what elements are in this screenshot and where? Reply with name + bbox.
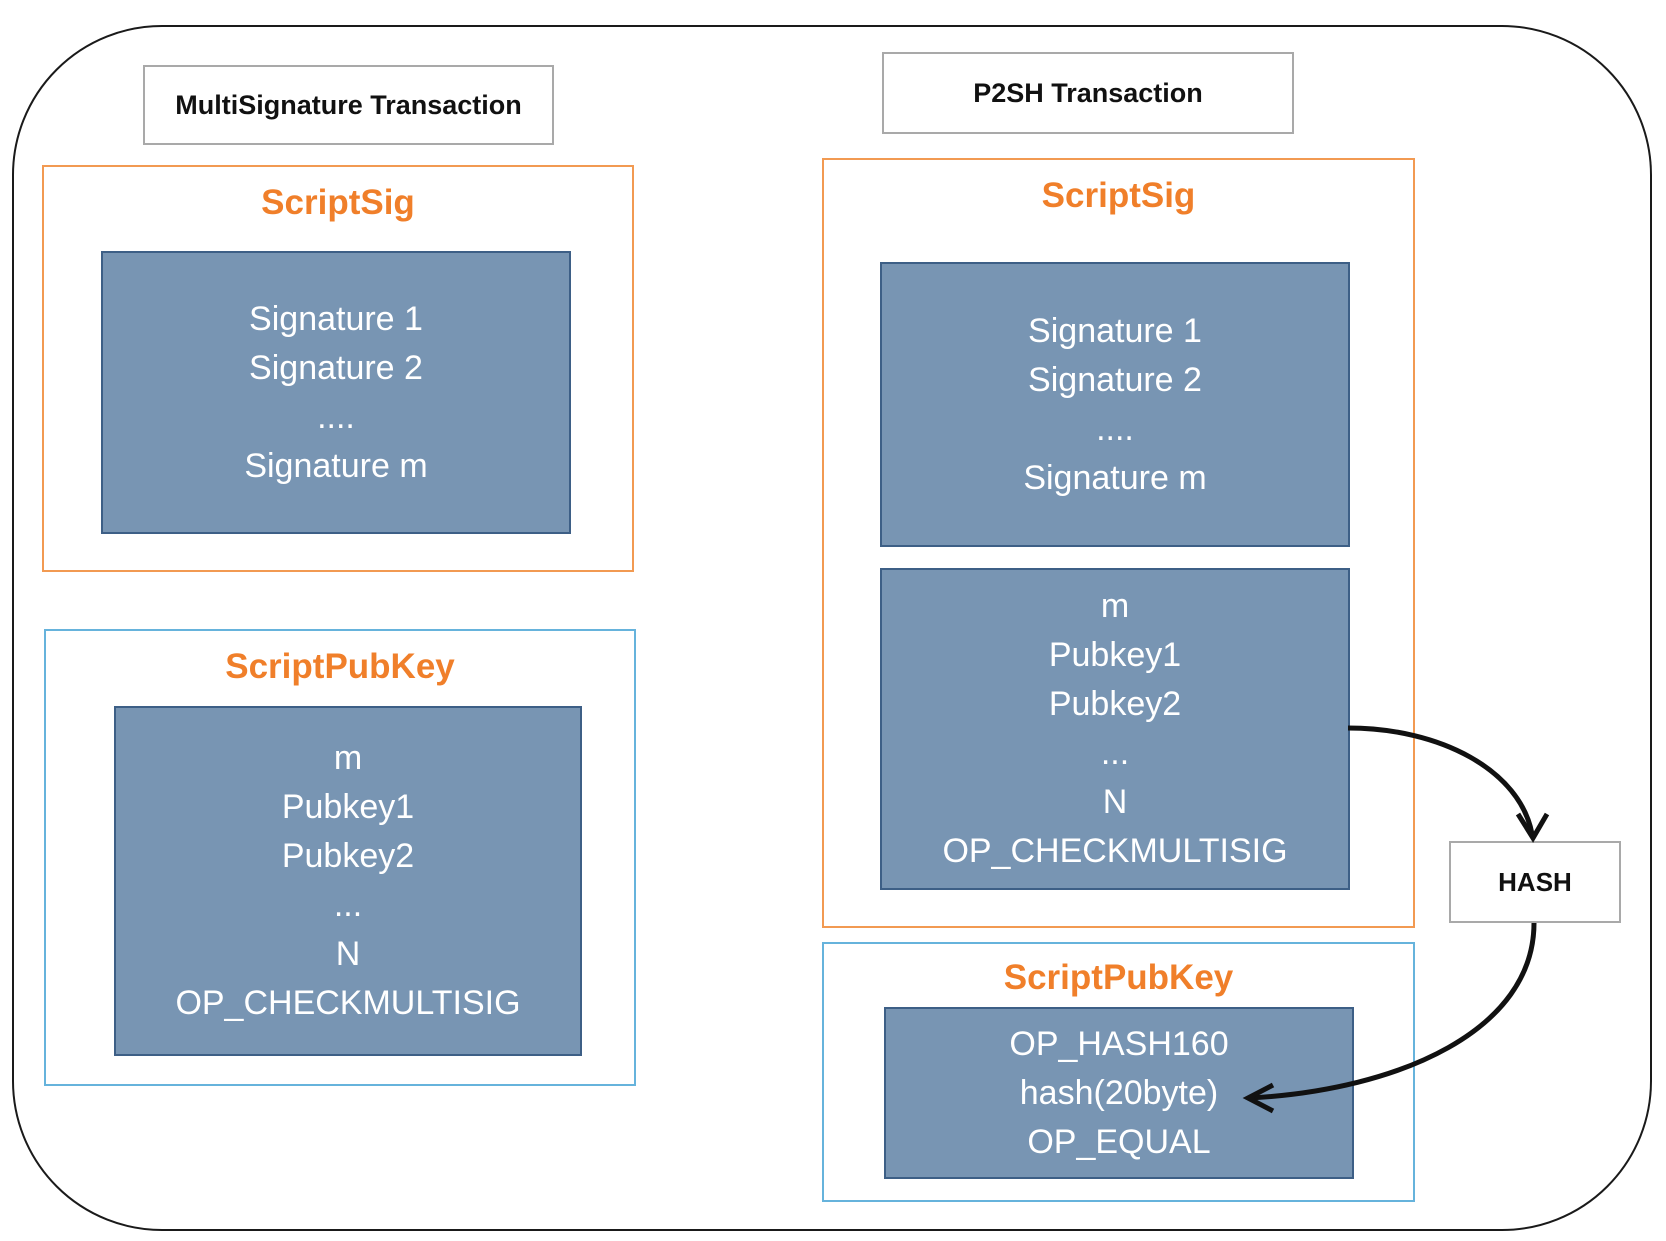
p2sh-scriptsig-title: ScriptSig [1041, 176, 1196, 215]
multisig-title: MultiSignature Transaction [143, 65, 554, 145]
multisig-pubkey-box: m Pubkey1 Pubkey2 ... N OP_CHECKMULTISIG [114, 706, 582, 1056]
multisig-scriptsig-section: ScriptSig Signature 1 Signature 2 .... S… [42, 165, 634, 572]
ellipsis-line: ... [333, 886, 363, 924]
p2sh-redeem-script-box: m Pubkey1 Pubkey2 ... N OP_CHECKMULTISIG [880, 568, 1350, 890]
multisig-scriptsig-title: ScriptSig [261, 183, 415, 222]
pubkey-line: Pubkey1 [281, 788, 415, 826]
hash-line: hash(20byte) [1019, 1073, 1219, 1112]
multisig-signatures-box: Signature 1 Signature 2 .... Signature m [101, 251, 571, 534]
diagram-frame [12, 25, 1652, 1231]
p2sh-signatures-box: Signature 1 Signature 2 .... Signature m [880, 262, 1350, 547]
pubkey-line: N [335, 935, 361, 973]
multisig-scriptpubkey-title: ScriptPubKey [225, 647, 455, 686]
redeem-line: Pubkey1 [1048, 636, 1182, 674]
opcode-line: OP_CHECKMULTISIG [175, 984, 521, 1022]
p2sh-hash-script-box: OP_HASH160 hash(20byte) OP_EQUAL [884, 1007, 1354, 1179]
multisig-scriptpubkey-section: ScriptPubKey m Pubkey1 Pubkey2 ... N OP_… [44, 629, 636, 1086]
signature-line: Signature 1 [1028, 311, 1202, 350]
redeem-line: m [1100, 587, 1130, 625]
hash-box: HASH [1449, 841, 1621, 923]
ellipsis-line: ... [1100, 734, 1130, 772]
opcode-line: OP_HASH160 [1009, 1024, 1229, 1063]
pubkey-line: m [333, 739, 363, 777]
pubkey-line: Pubkey2 [281, 837, 415, 875]
signature-line: Signature 2 [249, 348, 423, 387]
p2sh-scriptpubkey-title: ScriptPubKey [1003, 958, 1234, 997]
ellipsis-line: .... [317, 397, 355, 436]
p2sh-scriptpubkey-section: ScriptPubKey OP_HASH160 hash(20byte) OP_… [822, 942, 1415, 1202]
redeem-line: Pubkey2 [1048, 685, 1182, 723]
redeem-line: N [1102, 783, 1128, 821]
ellipsis-line: .... [1096, 409, 1134, 448]
signature-line: Signature m [1023, 458, 1207, 497]
p2sh-title: P2SH Transaction [882, 52, 1294, 134]
p2sh-scriptsig-section: ScriptSig Signature 1 Signature 2 .... S… [822, 158, 1415, 928]
opcode-line: OP_CHECKMULTISIG [942, 832, 1288, 870]
opcode-line: OP_EQUAL [1027, 1122, 1211, 1161]
signature-line: Signature m [244, 446, 428, 485]
signature-line: Signature 1 [249, 299, 423, 338]
signature-line: Signature 2 [1028, 360, 1202, 399]
